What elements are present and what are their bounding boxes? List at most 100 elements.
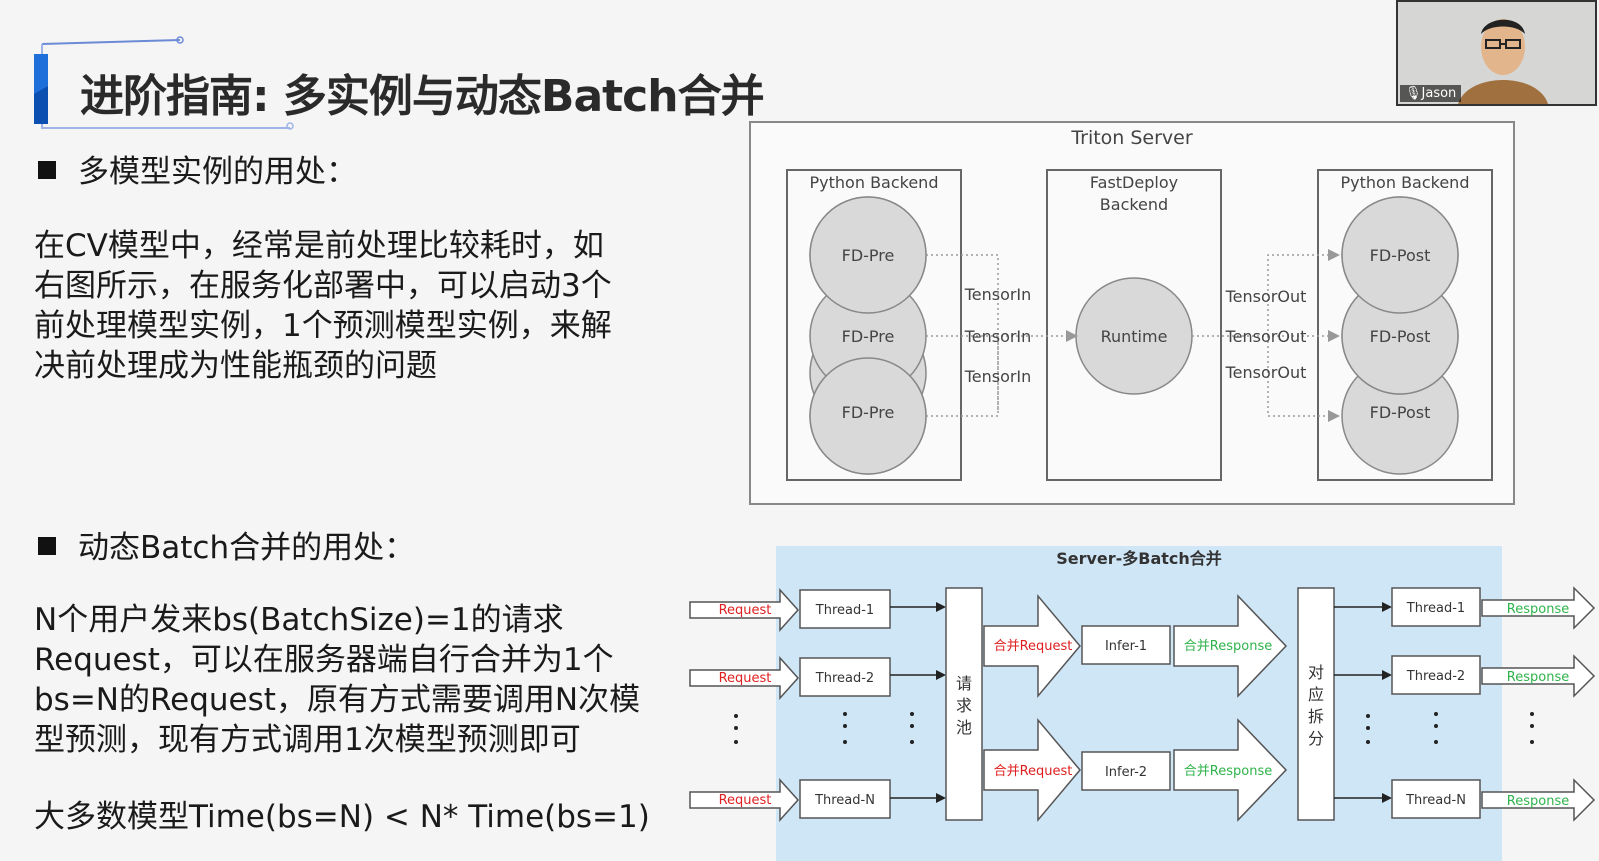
section1-line: 决前处理成为性能瓶颈的问题 <box>34 348 437 384</box>
response-label: Response <box>1507 602 1569 617</box>
arrowhead-icon <box>1382 602 1392 803</box>
ellipsis-dots-icon <box>734 712 914 744</box>
infer-label: Infer-1 <box>1105 639 1147 654</box>
thread-out-label: Thread-N <box>1405 793 1466 808</box>
triton-server-diagram: Triton Server Python Backend FastDeploy … <box>749 121 1515 505</box>
fd-pre-label: FD-Pre <box>842 327 895 346</box>
merge-response-arrow <box>1173 718 1288 822</box>
slide-title: 进阶指南: 多实例与动态Batch合并 <box>80 71 765 122</box>
thread-in-label: Thread-1 <box>815 603 874 618</box>
merge-request-label: 合并Request <box>994 764 1073 779</box>
presenter-name: Jason <box>1421 86 1457 101</box>
section2-paragraph: N个用户发来bs(BatchSize)=1的请求 Request，可以在服务器端… <box>34 600 640 760</box>
tensor-in-label: TensorIn <box>964 367 1032 386</box>
split-char: 对 <box>1308 663 1324 682</box>
request-pool-char: 池 <box>956 718 972 737</box>
request-label: Request <box>719 793 772 808</box>
ellipsis-dots-icon <box>1366 712 1534 744</box>
right-backend-label: Python Backend <box>1341 173 1470 192</box>
section1-heading: 多模型实例的用处： <box>38 146 357 191</box>
response-label: Response <box>1507 670 1569 685</box>
section2-footer: 大多数模型Time(bs=N) < N* Time(bs=1) <box>34 799 650 835</box>
right-backend-box <box>1317 169 1493 481</box>
section2-line: bs=N的Request，原有方式需要调用N次模 <box>34 682 641 718</box>
fd-pre-label: FD-Pre <box>842 246 895 265</box>
thread-out-box <box>1391 655 1481 695</box>
bullet-square-icon <box>38 161 56 179</box>
thread-in-label: Thread-N <box>814 793 875 808</box>
request-label: Request <box>719 671 772 686</box>
thread-in-box <box>799 657 891 697</box>
response-arrows <box>1481 586 1596 822</box>
tensor-out-connectors <box>1192 254 1328 417</box>
request-pool-box <box>945 587 983 821</box>
mid-backend-box <box>1046 169 1222 481</box>
section1-line: 前处理模型实例，1个预测模型实例，来解 <box>34 308 612 344</box>
response-label: Response <box>1507 794 1569 809</box>
request-pool-char: 求 <box>956 696 972 715</box>
batch-merge-diagram: Server-多Batch合并 Request Request Request … <box>689 546 1596 861</box>
arrow-out-icon <box>1328 249 1340 261</box>
section2-heading-text: 动态Batch合并的用处： <box>78 530 416 566</box>
merge-request-label: 合并Request <box>994 639 1073 654</box>
section1-line: 右图所示，在服务化部署中，可以启动3个 <box>34 268 612 304</box>
mid-backend-label-1: FastDeploy <box>1090 173 1178 192</box>
fd-post-label: FD-Post <box>1370 403 1431 422</box>
mic-icon: 🎙 <box>1405 86 1422 101</box>
fd-post-label: FD-Post <box>1370 246 1431 265</box>
merge-response-arrow <box>1173 594 1288 698</box>
arrow-out-icon <box>1328 330 1340 342</box>
server-panel <box>776 546 1502 861</box>
split-arrows <box>1334 606 1384 799</box>
tensor-in-label: TensorIn <box>964 327 1032 346</box>
pool-arrows <box>890 606 938 799</box>
request-pool-char: 请 <box>956 674 972 693</box>
split-char: 拆 <box>1308 707 1324 726</box>
section2-line: Request，可以在服务器端自行合并为1个 <box>34 642 614 678</box>
merge-response-label: 合并Response <box>1184 764 1272 779</box>
section2-line: N个用户发来bs(BatchSize)=1的请求 <box>34 602 564 638</box>
left-backend-label: Python Backend <box>810 173 939 192</box>
split-box <box>1297 587 1335 821</box>
request-arrows <box>689 588 800 822</box>
tensor-in-label: TensorIn <box>964 285 1032 304</box>
infer-box <box>1081 751 1171 791</box>
section1-line: 在CV模型中，经常是前处理比较耗时，如 <box>34 228 604 264</box>
section2-line: 型预测，现有方式调用1次模型预测即可 <box>34 722 581 758</box>
arrow-into-runtime-icon <box>1066 330 1078 342</box>
bullet-square-icon <box>38 537 56 555</box>
webcam-overlay: 🎙Jason <box>1396 0 1597 106</box>
infer-label: Infer-2 <box>1105 765 1147 780</box>
request-label: Request <box>719 603 772 618</box>
split-char: 应 <box>1308 685 1324 704</box>
fd-post-node-top-front <box>1341 196 1459 314</box>
thread-in-box <box>799 779 891 819</box>
merge-request-arrow <box>983 717 1081 823</box>
merge-request-arrow <box>983 593 1081 699</box>
triton-server-title: Triton Server <box>1070 127 1193 149</box>
split-char: 分 <box>1308 729 1324 748</box>
section2-heading: 动态Batch合并的用处： <box>38 522 415 567</box>
thread-in-box <box>799 589 891 629</box>
mid-backend-label-2: Backend <box>1100 195 1168 214</box>
thread-in-label: Thread-2 <box>815 671 874 686</box>
presenter-name-badge: 🎙Jason <box>1400 85 1462 102</box>
thread-out-box <box>1391 779 1481 819</box>
tensor-out-label: TensorOut <box>1225 363 1307 382</box>
fd-pre-label: FD-Pre <box>842 403 895 422</box>
tensor-in-connectors <box>926 254 1068 417</box>
arrowhead-icon <box>936 602 946 803</box>
arrow-out-icon <box>1328 410 1340 422</box>
fd-post-label: FD-Post <box>1370 327 1431 346</box>
section1-heading-text: 多模型实例的用处： <box>78 154 357 190</box>
infer-box <box>1081 625 1171 665</box>
tensor-out-label: TensorOut <box>1225 327 1307 346</box>
thread-out-label: Thread-2 <box>1406 669 1465 684</box>
merge-response-label: 合并Response <box>1184 639 1272 654</box>
thread-out-box <box>1391 587 1481 627</box>
server-panel-title: Server-多Batch合并 <box>1056 549 1222 568</box>
thread-out-label: Thread-1 <box>1406 601 1465 616</box>
title-decoration <box>34 36 294 130</box>
runtime-label: Runtime <box>1101 327 1168 346</box>
section1-paragraph: 在CV模型中，经常是前处理比较耗时，如 右图所示，在服务化部署中，可以启动3个 … <box>34 226 612 386</box>
